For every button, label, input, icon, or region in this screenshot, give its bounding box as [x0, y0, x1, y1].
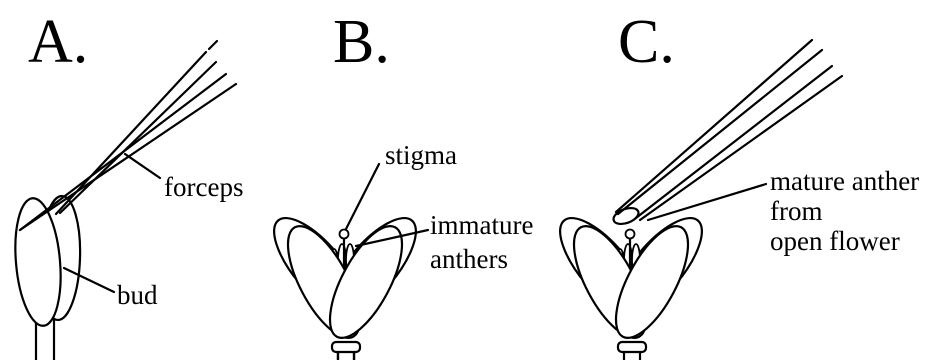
- panel-a-letter: A.: [28, 8, 88, 76]
- stigma-label: stigma: [385, 140, 457, 170]
- stigma-dot: [340, 230, 349, 239]
- panel-c-petals: [546, 205, 716, 352]
- anthers-label: anthers: [430, 244, 508, 274]
- bud-shape: [11, 195, 83, 327]
- panel-c-stigma-dot: [626, 230, 635, 239]
- panel-b: B.: [260, 8, 534, 360]
- panel-b-petals: [260, 205, 430, 352]
- forceps-leader-line: [125, 154, 160, 178]
- mature-anther-label: mature anther: [770, 166, 919, 196]
- panel-a: A. forceps bud: [11, 8, 244, 360]
- panel-c-letter: C.: [618, 8, 675, 76]
- stigma-leader-line: [346, 164, 379, 229]
- receptacle: [332, 342, 360, 352]
- open-flower-label: open flower: [770, 226, 900, 256]
- panel-b-letter: B.: [333, 8, 390, 76]
- forceps-label: forceps: [164, 172, 243, 202]
- bud-label: bud: [117, 280, 158, 310]
- from-label: from: [770, 196, 822, 226]
- immature-label: immature: [430, 210, 533, 240]
- panel-c: C.: [546, 8, 919, 360]
